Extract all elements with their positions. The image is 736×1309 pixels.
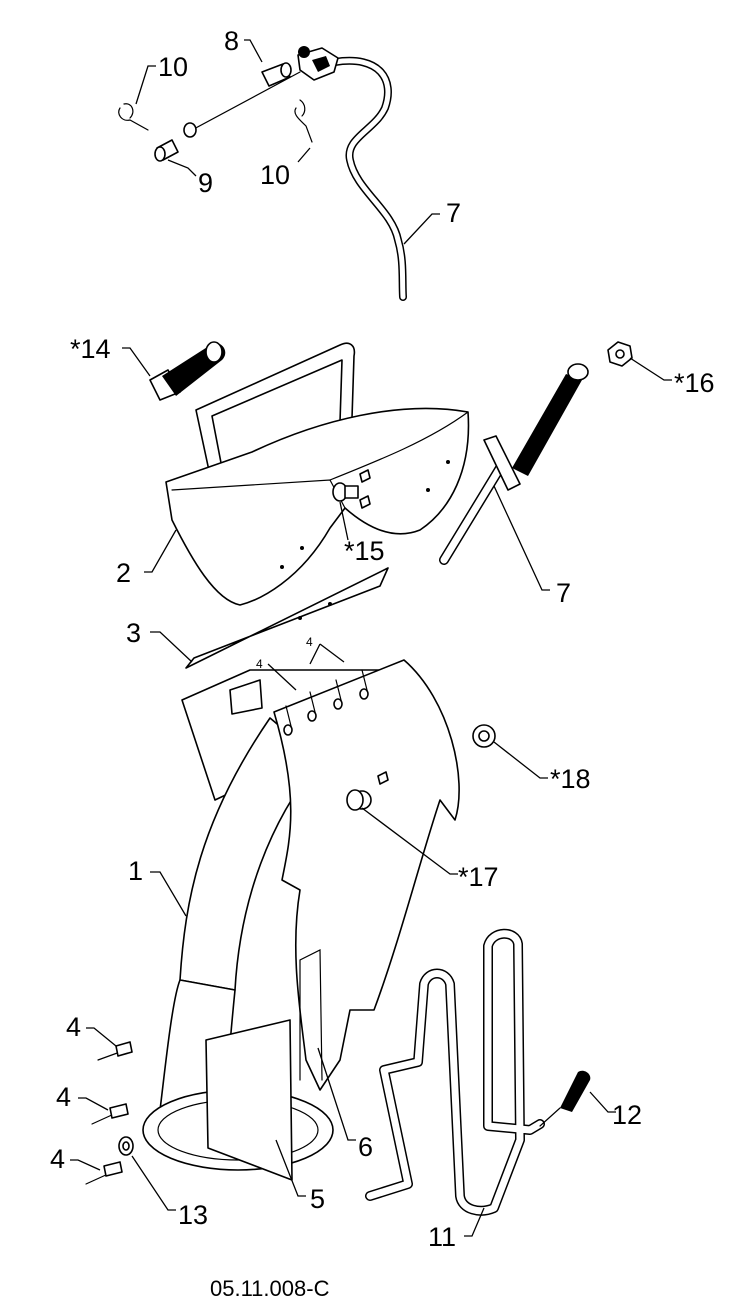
part-18-nut [472, 724, 496, 748]
callout-16: *16 [674, 368, 715, 398]
part-16-nut [607, 341, 633, 367]
part-6-plate [273, 659, 460, 1091]
part-4-rivet-a [97, 1041, 133, 1061]
part-4-rivets-top [283, 669, 369, 736]
part-17-bolt [346, 789, 364, 811]
part-12-spring [539, 1070, 591, 1127]
part-9-clip [154, 71, 301, 162]
callout-7-lower: 7 [556, 578, 571, 608]
callout-4-top-left: 4 [256, 657, 263, 671]
callout-3: 3 [126, 618, 141, 648]
part-4-rivet-c [85, 1161, 123, 1185]
callout-17: *17 [458, 862, 499, 892]
callout-13: 13 [178, 1200, 208, 1230]
callout-18: *18 [550, 764, 591, 794]
callout-12: 12 [612, 1100, 642, 1130]
part-7-cable-bracket [297, 46, 339, 81]
callout-10-right: 10 [260, 160, 290, 190]
part-15-bolt [332, 482, 359, 502]
callout-10-left: 10 [158, 52, 188, 82]
part-11-crank-rod [365, 928, 545, 1216]
part-7-upper-cable [331, 56, 407, 301]
callout-6: 6 [358, 1132, 373, 1162]
callout-4-top-right: 4 [306, 635, 313, 649]
leader-lines [70, 39, 672, 1237]
figure-id: 05.11.008-C [210, 1276, 330, 1301]
part-2-deflector [165, 342, 470, 606]
part-10-cotter-pin-right [294, 99, 313, 143]
callout-1: 1 [128, 856, 143, 886]
callout-4-a: 4 [66, 1012, 81, 1042]
callout-4-b: 4 [56, 1082, 71, 1112]
callout-8: 8 [224, 26, 239, 56]
callout-15: *15 [344, 536, 385, 566]
callout-4-c: 4 [50, 1144, 65, 1174]
part-4-rivet-b [91, 1103, 129, 1125]
callout-11: 11 [428, 1222, 456, 1252]
callout-5: 5 [310, 1184, 325, 1214]
callout-2: 2 [116, 558, 131, 588]
part-7-lower-cable [439, 363, 589, 565]
callout-7-upper: 7 [446, 198, 461, 228]
part-10-cotter-pin-left [118, 103, 149, 131]
callout-9: 9 [198, 168, 213, 198]
callout-14: *14 [70, 334, 111, 364]
part-8-pin [261, 62, 292, 87]
part-14-spring [149, 341, 226, 401]
part-13-washer [118, 1136, 134, 1156]
